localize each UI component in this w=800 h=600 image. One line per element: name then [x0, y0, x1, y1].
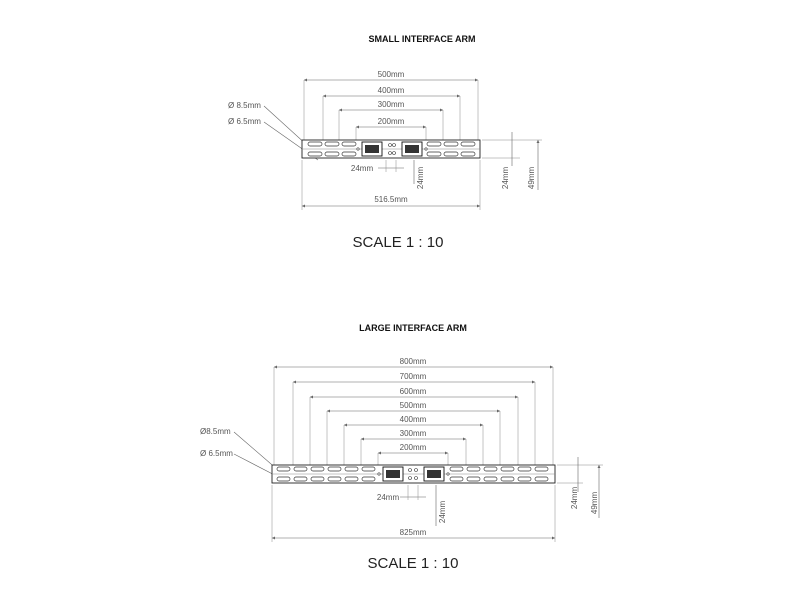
- large-dim-200: 200mm: [400, 443, 427, 452]
- large-center-width: 24mm: [377, 493, 400, 502]
- large-arm-body: [271, 464, 556, 484]
- small-arm-scale: SCALE 1 : 10: [353, 234, 444, 251]
- large-arm-slots: [276, 466, 549, 482]
- small-hole-label-65: Ø 6.5mm: [228, 117, 261, 126]
- large-dim-overall: 825mm: [400, 528, 427, 537]
- large-center-height: 24mm: [438, 501, 447, 524]
- large-arm-center-blocks: [377, 466, 450, 482]
- small-center-height: 24mm: [416, 167, 425, 190]
- large-arm-drawing: LARGE INTERFACE ARM 800mm 700mm 600mm 50…: [200, 323, 603, 572]
- small-arm-drawing: SMALL INTERFACE ARM 500mm 400mm 300mm 20…: [228, 34, 542, 251]
- large-dim-300: 300mm: [400, 429, 427, 438]
- small-right-24: 24mm: [501, 167, 510, 190]
- large-dim-500: 500mm: [400, 401, 427, 410]
- small-dim-200: 200mm: [378, 117, 405, 126]
- large-dim-800: 800mm: [400, 357, 427, 366]
- small-arm-title: SMALL INTERFACE ARM: [369, 34, 476, 44]
- large-dim-700: 700mm: [400, 372, 427, 381]
- large-dim-400: 400mm: [400, 415, 427, 424]
- large-right-49: 49mm: [590, 492, 599, 515]
- small-dim-300: 300mm: [378, 100, 405, 109]
- large-hole-label-65: Ø 6.5mm: [200, 449, 233, 458]
- small-center-width: 24mm: [351, 164, 374, 173]
- small-arm-width-dimensions: 500mm 400mm 300mm 200mm: [303, 70, 479, 140]
- small-hole-label-85: Ø 8.5mm: [228, 101, 261, 110]
- small-dim-400: 400mm: [378, 86, 405, 95]
- large-right-24: 24mm: [570, 487, 579, 510]
- small-arm-center-blocks: [356, 141, 428, 157]
- small-arm-slots: [307, 141, 476, 157]
- small-right-49: 49mm: [527, 167, 536, 190]
- large-arm-width-dimensions: 800mm 700mm 600mm 500mm 400mm 300mm: [273, 357, 554, 465]
- large-arm-title: LARGE INTERFACE ARM: [359, 323, 467, 333]
- small-dim-overall: 516.5mm: [374, 195, 408, 204]
- small-dim-500: 500mm: [378, 70, 405, 79]
- large-arm-scale: SCALE 1 : 10: [368, 555, 459, 572]
- large-dim-600: 600mm: [400, 387, 427, 396]
- small-arm-body: [301, 139, 481, 159]
- large-hole-label-85: Ø8.5mm: [200, 427, 231, 436]
